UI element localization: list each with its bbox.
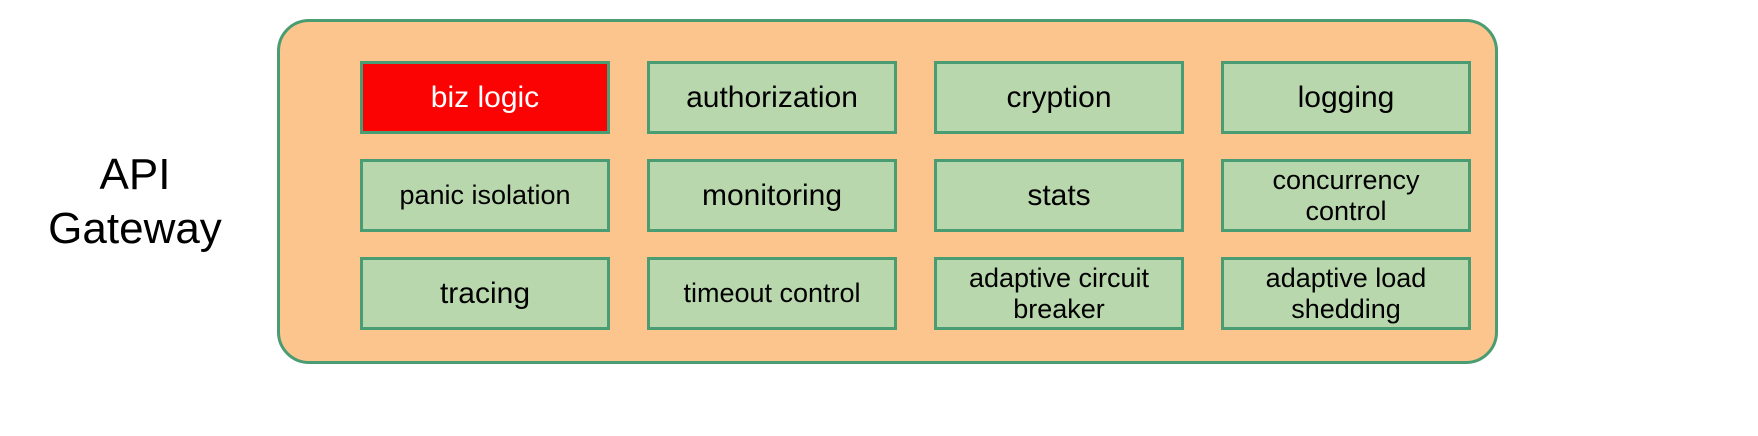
capability-box[interactable]: tracing (360, 257, 610, 330)
capability-box[interactable]: adaptive load shedding (1221, 257, 1471, 330)
capability-box[interactable]: adaptive circuit breaker (934, 257, 1184, 330)
api-gateway-label: API Gateway (48, 150, 222, 253)
capability-box[interactable]: concurrency control (1221, 159, 1471, 232)
capability-box[interactable]: authorization (647, 61, 897, 134)
capability-box[interactable]: panic isolation (360, 159, 610, 232)
capability-grid: biz logic authorization cryption logging pan… (360, 61, 1472, 331)
capability-box[interactable]: biz logic (360, 61, 610, 134)
capability-box[interactable]: monitoring (647, 159, 897, 232)
capability-box[interactable]: stats (934, 159, 1184, 232)
capability-box[interactable]: logging (1221, 61, 1471, 134)
capability-box[interactable]: cryption (934, 61, 1184, 134)
capability-box[interactable]: timeout control (647, 257, 897, 330)
api-gateway-container: biz logic authorization cryption logging pan… (277, 19, 1498, 364)
